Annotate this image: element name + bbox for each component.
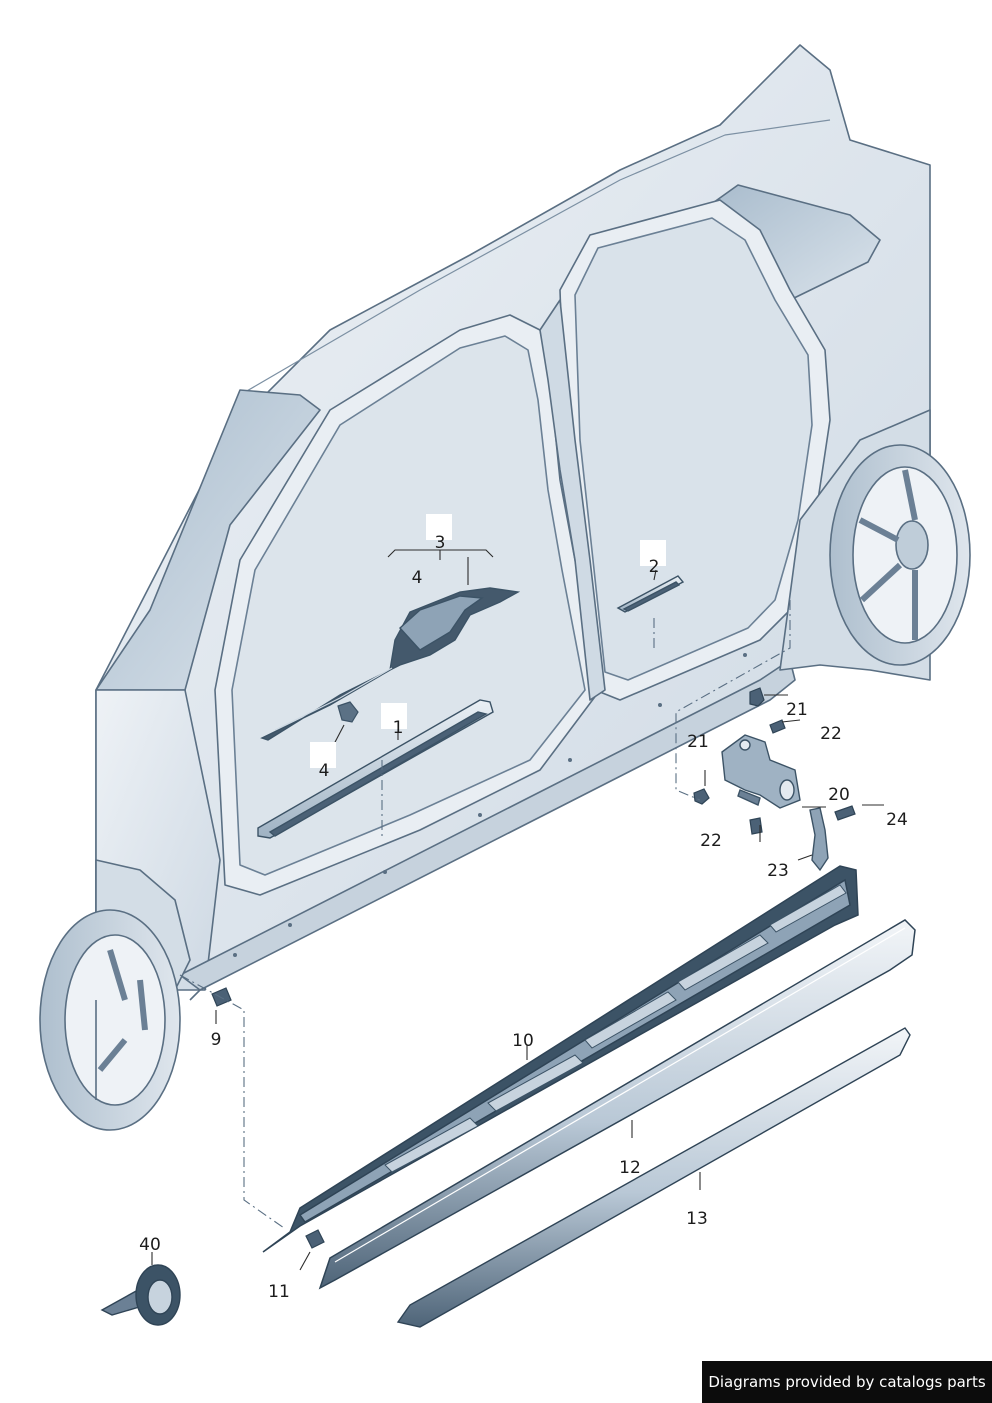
part-22-screw-upper — [769, 719, 786, 734]
part-21-nut-upper — [749, 687, 765, 707]
part-13-trim-strip — [396, 1027, 911, 1328]
rocker-mounting-holes — [233, 653, 747, 957]
credit-banner: Diagrams provided by catalogs parts — [702, 1361, 992, 1403]
callout-21-upper: 21 — [786, 700, 808, 720]
credit-text: Diagrams provided by catalogs parts — [708, 1373, 986, 1391]
part-21-nut-lower — [693, 788, 710, 805]
part-10-sill-carrier — [262, 865, 859, 1253]
front-door-opening — [231, 335, 586, 876]
callout-21-lower: 21 — [687, 732, 709, 752]
roof-line — [239, 119, 831, 396]
front-wheel — [39, 909, 181, 1131]
part-23-strap — [809, 807, 829, 872]
part-12-sill-cover — [318, 919, 916, 1290]
part-40-tape-roll — [100, 1264, 181, 1326]
part-11-clip — [305, 1229, 325, 1249]
body-lower-edge — [95, 989, 201, 1100]
callout-40: 40 — [139, 1235, 161, 1255]
callout-13: 13 — [686, 1209, 708, 1229]
callout-22-upper: 22 — [820, 724, 842, 744]
part-2-rear-sill-trim — [616, 575, 685, 613]
callout-backgrounds — [310, 514, 666, 768]
callout-22-lower: 22 — [700, 831, 722, 851]
part-20-bracket — [721, 734, 801, 809]
callout-1: 1 — [393, 718, 404, 738]
callout-11: 11 — [268, 1282, 290, 1302]
callout-24: 24 — [886, 810, 908, 830]
callout-20: 20 — [828, 785, 850, 805]
part-9-stud — [211, 987, 232, 1007]
callout-4-lower: 4 — [319, 761, 330, 781]
rear-door-opening — [574, 217, 813, 681]
part-1-front-sill-trim — [257, 699, 494, 839]
front-window-glass — [95, 389, 321, 691]
callout-3: 3 — [435, 533, 446, 553]
callout-4-upper: 4 — [412, 568, 423, 588]
fasteners — [211, 687, 856, 1249]
part-3-trim-panel — [260, 587, 521, 741]
callout-10: 10 — [512, 1031, 534, 1051]
callout-23: 23 — [767, 861, 789, 881]
callout-9: 9 — [211, 1030, 222, 1050]
part-4-clip — [337, 701, 359, 723]
dash-dot-guides — [179, 600, 791, 1229]
callout-12: 12 — [619, 1158, 641, 1178]
callout-2: 2 — [649, 557, 660, 577]
part-22-screw-lower — [749, 817, 763, 835]
callout-numbers: 3 4 2 1 4 21 22 21 20 24 22 23 9 10 12 1… — [139, 533, 908, 1302]
rear-wheel — [829, 444, 971, 666]
b-pillar — [539, 299, 606, 701]
part-24-screw — [834, 805, 856, 821]
